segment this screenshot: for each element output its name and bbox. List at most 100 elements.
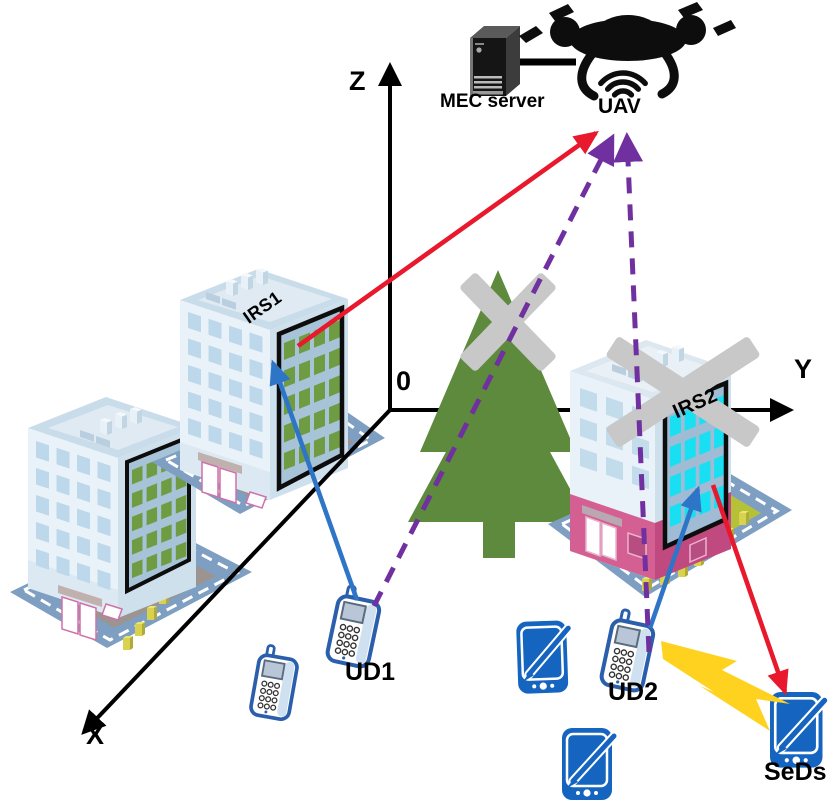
irs1-cell: [314, 408, 325, 431]
window: [208, 424, 222, 446]
window: [208, 345, 222, 366]
window: [208, 318, 222, 340]
irs1-cell: [329, 320, 340, 342]
window: [77, 535, 90, 557]
irs1-sign: [245, 491, 267, 509]
window: [229, 325, 242, 346]
window: [56, 555, 70, 577]
window: [188, 418, 201, 439]
irs2-cell: [684, 436, 696, 461]
seds-tablet-icon: [770, 692, 825, 768]
link-ud2-to-uav-blocked: [613, 132, 652, 653]
window: [36, 441, 49, 462]
left-building-sign: [101, 603, 123, 621]
window: [36, 549, 49, 570]
tree-bottom-tier: [408, 356, 588, 522]
ud1-label: UD1: [345, 658, 396, 686]
x-axis-label: X: [86, 720, 105, 750]
bystander-tablet-icon: [516, 620, 570, 694]
irs2-awning: [582, 505, 622, 527]
irs2-cell: [670, 412, 681, 437]
link-ud2-to-irs2: [647, 485, 702, 629]
irs2-cell: [699, 490, 711, 515]
window: [249, 358, 263, 380]
origin-label: 0: [396, 366, 412, 396]
window: [208, 371, 222, 393]
irs1-door: [219, 466, 237, 505]
irs1-panel-border: [276, 304, 345, 492]
window: [188, 338, 201, 359]
left-building-door: [79, 601, 97, 642]
panel-cell: [146, 459, 158, 479]
panel-cell: [132, 512, 143, 532]
left-building-door: [61, 595, 79, 636]
irs2-cell: [699, 460, 711, 485]
window: [249, 438, 263, 459]
panel-cell: [146, 506, 158, 526]
window: [97, 569, 111, 591]
panel-cell: [175, 518, 187, 537]
irs1-cell: [284, 338, 295, 360]
seds-label: SeDs: [764, 758, 827, 786]
uav-signal-waves-icon: [598, 70, 648, 98]
window: [56, 474, 70, 496]
ud2-label: UD2: [608, 678, 659, 706]
uav-label: UAV: [598, 95, 641, 118]
y-axis-label: Y: [794, 354, 813, 384]
window: [56, 528, 70, 550]
left-building-roof-inner: [48, 405, 178, 450]
irs1-cell: [314, 436, 325, 458]
irs1-door: [201, 460, 219, 499]
lightning-bolt-ud2-seds: [661, 641, 790, 731]
panel-cell: [146, 553, 158, 573]
window: [606, 396, 623, 421]
window: [229, 378, 242, 399]
irs1-cell: [299, 415, 310, 437]
window: [77, 562, 90, 584]
panel-cell: [175, 494, 187, 514]
left-building-awning: [58, 585, 102, 607]
window: [77, 508, 90, 530]
panel-cell: [132, 536, 143, 555]
z-axis-label: Z: [349, 66, 366, 96]
irs1-cell: [299, 387, 310, 409]
link-ud1-to-uav-blocked: [371, 133, 615, 608]
link-irs1-to-uav: [296, 130, 599, 348]
blocked-x-on-irs2: [606, 337, 760, 447]
window: [56, 501, 70, 523]
window: [606, 456, 623, 481]
left-building-windows: [36, 441, 111, 591]
window: [580, 388, 597, 412]
link-irs2-to-seds: [710, 484, 789, 696]
irs1-cell: [329, 347, 340, 370]
irs2-cell: [714, 454, 726, 479]
irs1-cell: [314, 381, 325, 403]
link-ud1-to-irs1: [269, 359, 360, 601]
blocked-x-on-tree: [460, 273, 556, 371]
left-building: [10, 397, 252, 650]
irs2-shop-window: [689, 536, 707, 564]
irs1-building: [152, 268, 385, 514]
window: [56, 447, 70, 469]
irs1-panel-cells: [284, 320, 340, 470]
irs1-awning: [198, 452, 242, 474]
window: [249, 332, 263, 353]
irs2-cell: [684, 466, 696, 491]
window: [249, 411, 263, 433]
window: [208, 398, 222, 419]
window: [580, 448, 597, 472]
window: [188, 312, 201, 333]
panel-cell: [161, 477, 172, 497]
irs1-cell: [329, 430, 340, 452]
irs1-cell: [314, 353, 325, 376]
irs2-cell: [670, 472, 681, 497]
window: [97, 488, 111, 510]
window: [229, 431, 242, 452]
window: [580, 418, 597, 442]
bystander-phone-icon: [247, 642, 302, 723]
irs1-cell: [284, 448, 295, 470]
window: [188, 365, 201, 386]
irs2-door: [585, 515, 601, 558]
